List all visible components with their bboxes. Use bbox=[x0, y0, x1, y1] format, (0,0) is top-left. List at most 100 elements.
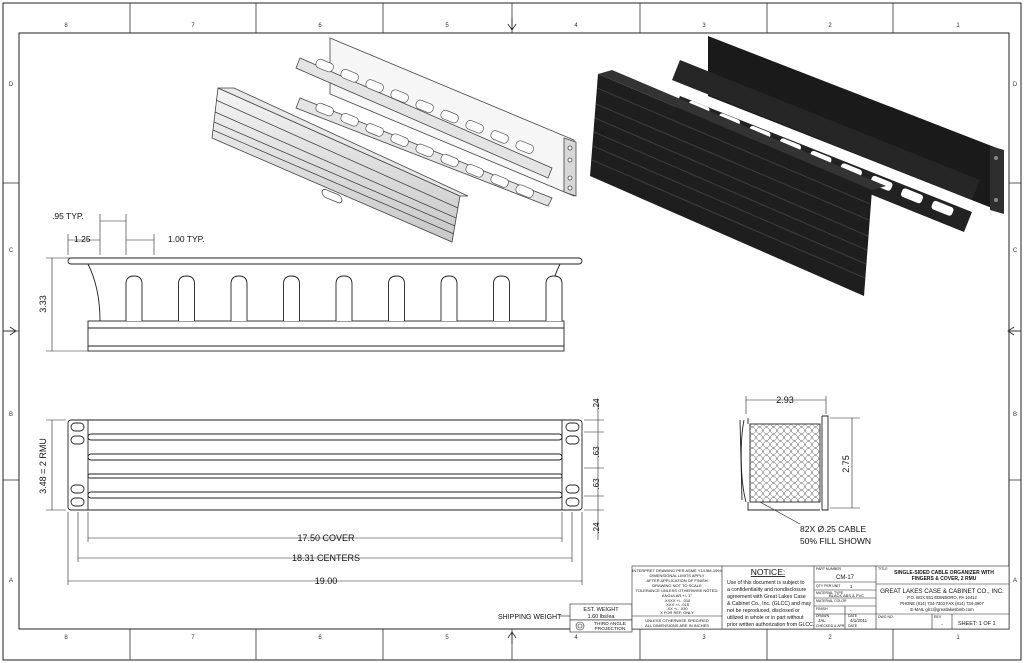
front-view bbox=[67, 257, 583, 352]
zone-number: 4 bbox=[574, 23, 578, 29]
drawing-number-label: DWG NO. bbox=[878, 615, 894, 619]
dim-348-2rmu: 3.48 = 2 RMU bbox=[38, 438, 48, 494]
zone-number: 7 bbox=[191, 635, 195, 641]
date2-label: DATE bbox=[848, 624, 858, 628]
rev-label: REV bbox=[934, 615, 942, 619]
zone-number: 7 bbox=[191, 23, 195, 29]
front-view-side-left bbox=[87, 263, 101, 322]
mounting-slot bbox=[565, 497, 580, 507]
units-note-2: ALL DIMENSIONS ARE IN INCHES bbox=[645, 623, 709, 628]
date-label: DATE bbox=[848, 614, 858, 618]
dim-095-typ: .95 TYP. bbox=[52, 211, 84, 221]
zone-letter: C bbox=[9, 248, 14, 254]
zone-number: 5 bbox=[445, 635, 449, 641]
zone-number: 1 bbox=[956, 635, 960, 641]
zone-letter: A bbox=[9, 578, 13, 584]
tolerance-line: .XXXX +/- .010 bbox=[664, 598, 691, 603]
dim-1750-cover: 17.50 COVER bbox=[297, 533, 355, 543]
drawing-title-2: FINGERS & COVER, 2 RMU bbox=[912, 576, 977, 582]
mounting-slot bbox=[70, 435, 85, 445]
mounting-slot bbox=[70, 484, 85, 494]
mounting-hole bbox=[994, 198, 998, 202]
dim-1900: 19.00 bbox=[315, 576, 338, 586]
date-value: 4/1/2011 bbox=[850, 618, 868, 623]
company-phone: PHONE (814) 734-7303 FAX (814) 734-3907 bbox=[900, 601, 984, 606]
material-label: MATERIAL TYPE bbox=[816, 591, 844, 595]
notice-line: not be reproduced, disclosed or bbox=[727, 608, 800, 614]
tolerance-line: .XX +/- .030 bbox=[666, 606, 688, 611]
zone-letter: C bbox=[1013, 248, 1018, 254]
company-block: TITLE SINGLE-SIDED CABLE ORGANIZER WITH … bbox=[878, 567, 1004, 628]
iso-silver-slot bbox=[465, 120, 484, 134]
iso-silver-finger-slots bbox=[315, 58, 534, 198]
iso-silver-slot bbox=[390, 133, 409, 147]
zone-number: 4 bbox=[574, 635, 578, 641]
mounting-slot bbox=[70, 497, 85, 507]
notice-line: Use of this document is subject to bbox=[727, 580, 805, 586]
front-view-finger-gap bbox=[545, 275, 563, 321]
part-info-block: PART NUMBER CM-17 QTY PER UNIT 1 MATERIA… bbox=[816, 567, 868, 628]
zone-number: 3 bbox=[702, 635, 706, 641]
dim-275: 2.75 bbox=[841, 455, 851, 473]
shipping-weight-label: SHIPPING WEIGHT bbox=[498, 614, 562, 621]
zone-letter: B bbox=[1013, 412, 1017, 418]
company-email: E-MAIL glcc@greatlakesbmb.com bbox=[910, 607, 974, 612]
front-view-finger-gap bbox=[178, 275, 195, 321]
iso-silver-slot bbox=[440, 109, 459, 124]
finish-label: FINISH bbox=[816, 607, 828, 611]
drawing-title-1: SINGLE-SIDED CABLE ORGANIZER WITH bbox=[894, 570, 994, 576]
tolerance-line: AFTER APPLICATION OF FINISH bbox=[646, 578, 707, 583]
rev-value: - bbox=[941, 622, 943, 628]
mounting-slot bbox=[565, 435, 580, 445]
tolerance-line: X FOR REF. ONLY bbox=[660, 610, 694, 615]
front-view-finger-gap bbox=[283, 275, 300, 321]
drawn-value: JAL bbox=[818, 618, 826, 623]
iso-black-slot bbox=[870, 175, 893, 191]
iso-silver-slot bbox=[515, 184, 534, 198]
notice-line: prior written authorization from GLCC. bbox=[727, 622, 814, 628]
third-angle-projection-icon bbox=[575, 621, 585, 631]
iso-silver-slot bbox=[465, 164, 484, 178]
dim-024-bottom: .24 bbox=[592, 522, 601, 534]
front-view-dims bbox=[46, 214, 155, 352]
top-view-dims bbox=[46, 400, 604, 585]
iso-silver-slot bbox=[315, 58, 334, 73]
dim-100-typ: 1.00 TYP. bbox=[168, 234, 205, 244]
iso-silver-slot bbox=[365, 79, 384, 93]
center-arrow-bottom bbox=[507, 631, 517, 644]
title-label: TITLE bbox=[878, 567, 888, 571]
top-view-mounting-slots bbox=[70, 422, 580, 507]
center-arrow-top bbox=[507, 18, 517, 31]
front-view-finger-gap bbox=[335, 275, 353, 321]
zone-number: 8 bbox=[64, 23, 68, 29]
zone-number: 2 bbox=[828, 635, 832, 641]
top-view-ribs bbox=[87, 433, 563, 499]
part-number-label: PART NUMBER bbox=[816, 567, 842, 571]
section-cable-fill bbox=[749, 423, 821, 503]
front-view-finger-gap bbox=[125, 275, 143, 321]
front-view-finger-gap bbox=[230, 275, 248, 321]
notice-line: & Cabinet Co., Inc. (GLCC) and may bbox=[727, 601, 812, 607]
iso-silver-slot bbox=[415, 143, 434, 158]
iso-black-slot bbox=[931, 200, 954, 216]
dim-333: 3.33 bbox=[38, 295, 48, 313]
zone-number-labels: 8 7 6 5 4 3 2 1 8 7 6 5 4 3 2 1 bbox=[64, 23, 960, 641]
iso-black-slot bbox=[901, 188, 923, 204]
dim-063-a: .63 bbox=[592, 446, 601, 458]
iso-silver-slot bbox=[390, 89, 409, 103]
part-number: CM-17 bbox=[836, 575, 855, 581]
iso-silver-slot bbox=[315, 102, 334, 117]
front-view-finger-gap bbox=[388, 275, 405, 321]
tolerance-line: TOLERANCE UNLESS OTHERWISE NOTED: bbox=[636, 588, 719, 593]
title-block bbox=[631, 565, 1010, 630]
front-view-fingers bbox=[125, 275, 563, 321]
projection-line1: THIRD ANGLE bbox=[594, 621, 626, 627]
mounting-slot bbox=[565, 484, 580, 494]
checked-label: CHECKED & APR bbox=[816, 624, 845, 628]
front-view-base bbox=[87, 320, 565, 352]
tolerance-line: .XXX +/- .015 bbox=[665, 602, 690, 607]
iso-silver-slot bbox=[340, 113, 359, 127]
mounting-slot bbox=[70, 422, 85, 432]
dim-293: 2.93 bbox=[776, 395, 794, 405]
